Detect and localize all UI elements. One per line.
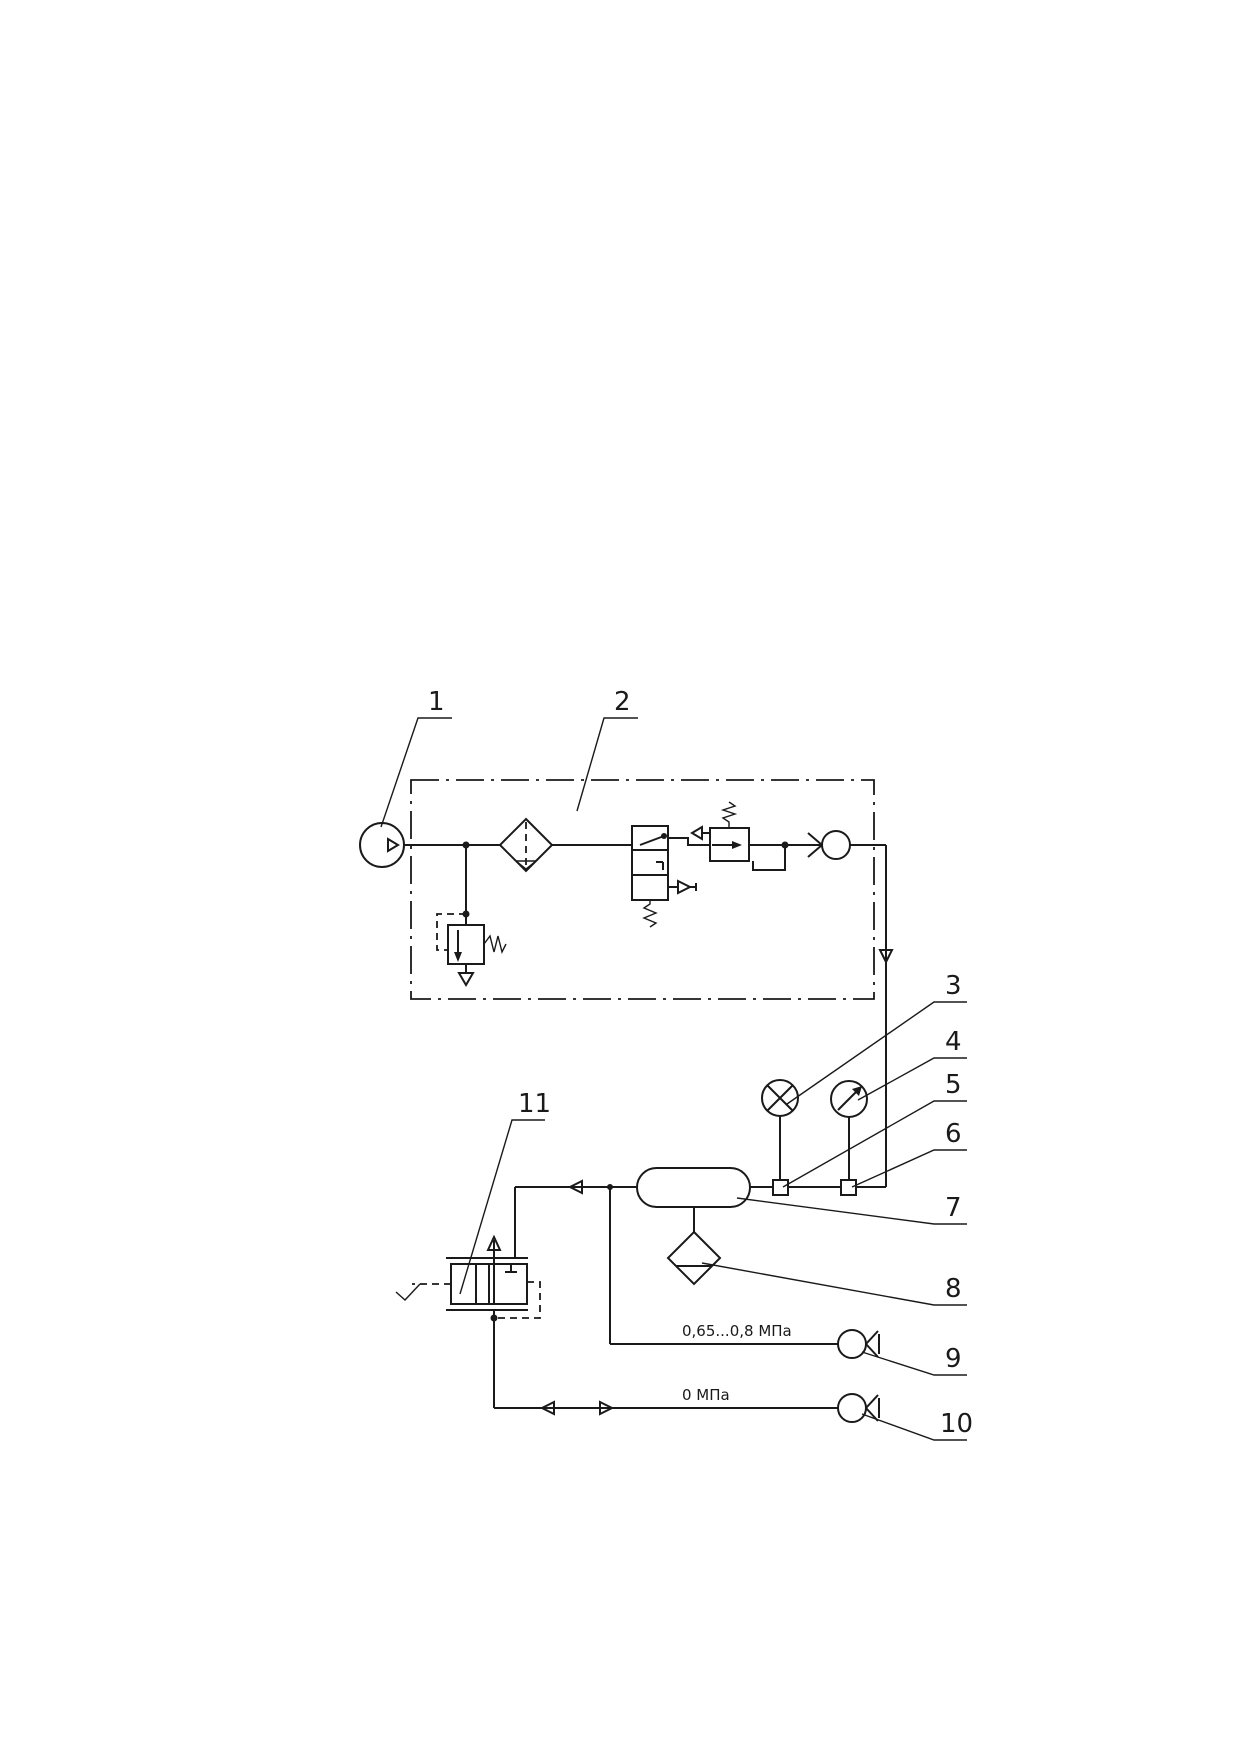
pressure-gauge bbox=[830, 1080, 868, 1180]
label-6: 6 bbox=[945, 1119, 962, 1149]
label-11: 11 bbox=[518, 1089, 551, 1119]
relief-valve bbox=[436, 913, 507, 987]
pressure-regulator bbox=[690, 801, 786, 871]
pressure-indicator bbox=[761, 1079, 799, 1180]
label-2: 2 bbox=[614, 687, 631, 717]
unit-2-boundary bbox=[410, 779, 875, 1000]
label-7: 7 bbox=[945, 1193, 962, 1223]
label-8: 8 bbox=[945, 1274, 962, 1304]
pressure-label-zero: 0 МПа bbox=[682, 1386, 730, 1404]
tee-5 bbox=[772, 1179, 789, 1196]
label-9: 9 bbox=[945, 1344, 962, 1374]
label-5: 5 bbox=[945, 1070, 962, 1100]
tee-6 bbox=[840, 1179, 857, 1196]
air-receiver bbox=[636, 1167, 751, 1208]
quick-coupling-zero bbox=[837, 1393, 880, 1423]
directional-valve bbox=[631, 825, 710, 928]
quick-coupling-high bbox=[837, 1329, 880, 1359]
shutoff-valve bbox=[395, 1234, 541, 1319]
moisture-separator bbox=[666, 1230, 722, 1286]
label-10: 10 bbox=[940, 1409, 973, 1439]
pressure-label-high: 0,65...0,8 МПа bbox=[682, 1322, 792, 1340]
label-1: 1 bbox=[428, 687, 445, 717]
air-filter bbox=[498, 817, 554, 873]
label-4: 4 bbox=[945, 1027, 962, 1057]
label-3: 3 bbox=[945, 971, 962, 1001]
pressure-source bbox=[359, 822, 405, 868]
leader-lines bbox=[380, 717, 967, 1441]
